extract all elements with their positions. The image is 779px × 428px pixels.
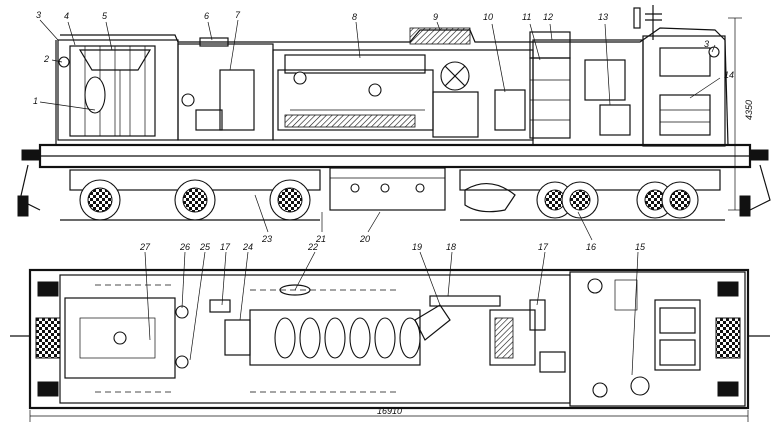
- plan-view: [10, 268, 770, 422]
- equipment: [69, 45, 711, 139]
- frame: [17, 143, 771, 217]
- callout-8: 8: [352, 12, 357, 22]
- callouts: 1 2 3 3 4 5 6 7 8 9 10 11 12 13 14 15 16…: [33, 10, 734, 376]
- length-dimension-label: 16910: [377, 406, 402, 416]
- rear-bogie: [459, 169, 725, 221]
- callout-12: 12: [543, 12, 553, 22]
- height-dimension-label: 4350: [744, 100, 754, 120]
- callout-5: 5: [102, 11, 108, 21]
- callout-21: 21: [315, 234, 326, 244]
- callout-15: 15: [635, 242, 646, 252]
- callout-7: 7: [235, 10, 241, 20]
- callout-17-plan: 17: [220, 242, 231, 252]
- callout-6: 6: [204, 11, 209, 21]
- callout-11: 11: [522, 12, 531, 22]
- callout-20: 20: [359, 234, 370, 244]
- callout-13: 13: [598, 12, 608, 22]
- callout-leaders: [39, 19, 721, 376]
- callout-14: 14: [724, 70, 734, 80]
- callout-17: 17: [538, 242, 549, 252]
- callout-3-right: 3: [704, 39, 709, 49]
- callout-19: 19: [412, 242, 422, 252]
- callout-24: 24: [242, 242, 253, 252]
- side-view: [17, 5, 771, 221]
- callout-1: 1: [33, 96, 38, 106]
- front-bogie: [60, 169, 321, 221]
- callout-2: 2: [43, 54, 49, 64]
- callout-22: 22: [307, 242, 318, 252]
- height-dimension: [728, 17, 742, 211]
- callout-27: 27: [139, 242, 151, 252]
- callout-3-left: 3: [36, 10, 41, 20]
- callout-9: 9: [433, 12, 438, 22]
- callout-4: 4: [64, 11, 69, 21]
- callout-10: 10: [483, 12, 493, 22]
- callout-25: 25: [199, 242, 211, 252]
- callout-16: 16: [586, 242, 596, 252]
- callout-26: 26: [179, 242, 190, 252]
- fuel-tank: [329, 167, 446, 211]
- callout-18: 18: [446, 242, 456, 252]
- callout-23: 23: [261, 234, 272, 244]
